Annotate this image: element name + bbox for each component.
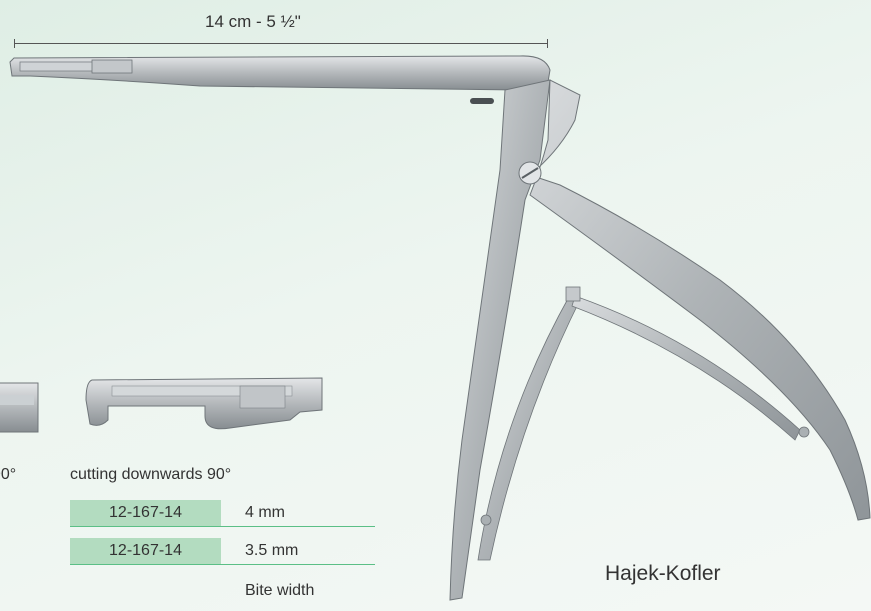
- tip-detail-left: [0, 382, 39, 433]
- bite-width-value: 4 mm: [245, 504, 285, 521]
- instrument-front-handle: [449, 79, 551, 601]
- left-variant-caption-fragment: 90°: [0, 466, 17, 483]
- article-number: 12-167-14: [70, 500, 221, 526]
- dimension-label: 14 cm - 5 ½": [205, 12, 301, 31]
- instrument-shaft: [9, 55, 551, 91]
- dimension-line: [14, 39, 548, 48]
- product-name: Hajek-Kofler: [605, 562, 721, 585]
- article-number: 12-167-14: [70, 538, 221, 564]
- tip-detail-downwards: [85, 377, 323, 430]
- spec-row: 12-167-14 4 mm: [70, 500, 375, 527]
- bite-width-column-label: Bite width: [245, 582, 315, 599]
- variant-caption: cutting downwards 90°: [70, 466, 232, 483]
- spec-row: 12-167-14 3.5 mm: [70, 538, 375, 565]
- bite-width-value: 3.5 mm: [245, 542, 299, 559]
